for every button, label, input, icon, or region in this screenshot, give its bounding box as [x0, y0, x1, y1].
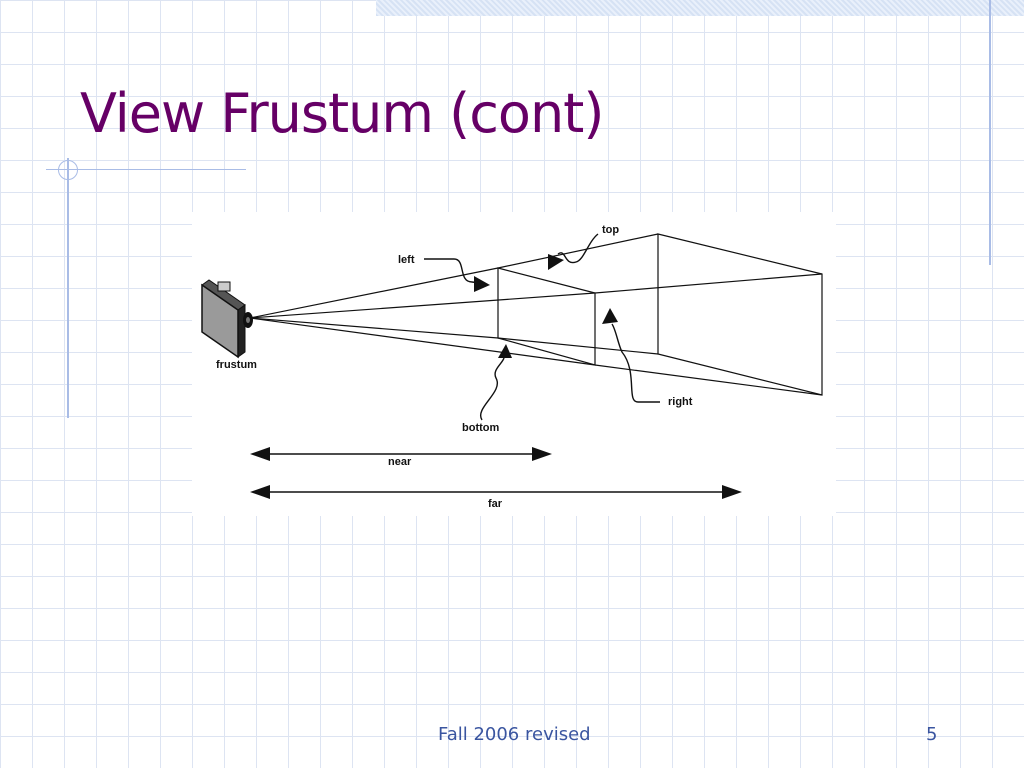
frustum-svg: top left frustum right bottom near far — [201, 224, 823, 510]
far-plane — [657, 233, 823, 396]
frustum-lines — [249, 233, 823, 396]
left-label: left — [398, 254, 415, 266]
decorative-right-line — [989, 0, 991, 265]
decorative-left-line — [67, 158, 69, 418]
frustum-label: frustum — [216, 359, 257, 371]
bottom-callout-line — [479, 357, 505, 421]
footer-text: Fall 2006 revised — [438, 724, 591, 745]
bottom-label: bottom — [462, 422, 499, 434]
right-callout-line — [611, 323, 660, 403]
far-label: far — [488, 498, 503, 510]
near-plane — [497, 267, 596, 366]
page-number: 5 — [926, 724, 938, 745]
view-frustum-diagram: top left frustum right bottom near far — [192, 212, 836, 516]
far-dimension-arrow — [250, 485, 742, 499]
top-label: top — [602, 224, 619, 236]
left-callout-arrowhead — [474, 276, 490, 292]
bottom-callout-arrowhead — [498, 344, 512, 358]
top-callout-arrowhead — [548, 254, 564, 270]
top-callout-line — [557, 233, 599, 264]
decorative-title-underline — [46, 169, 246, 170]
decorative-top-bar — [376, 0, 1024, 16]
near-label: near — [388, 456, 412, 468]
camera-icon — [201, 279, 253, 359]
right-label: right — [668, 396, 693, 408]
near-dimension-arrow — [250, 447, 552, 461]
left-callout-line — [424, 258, 481, 284]
right-callout-arrowhead — [602, 308, 618, 324]
slide-title: View Frustum (cont) — [80, 82, 604, 145]
decorative-circle — [58, 160, 78, 180]
